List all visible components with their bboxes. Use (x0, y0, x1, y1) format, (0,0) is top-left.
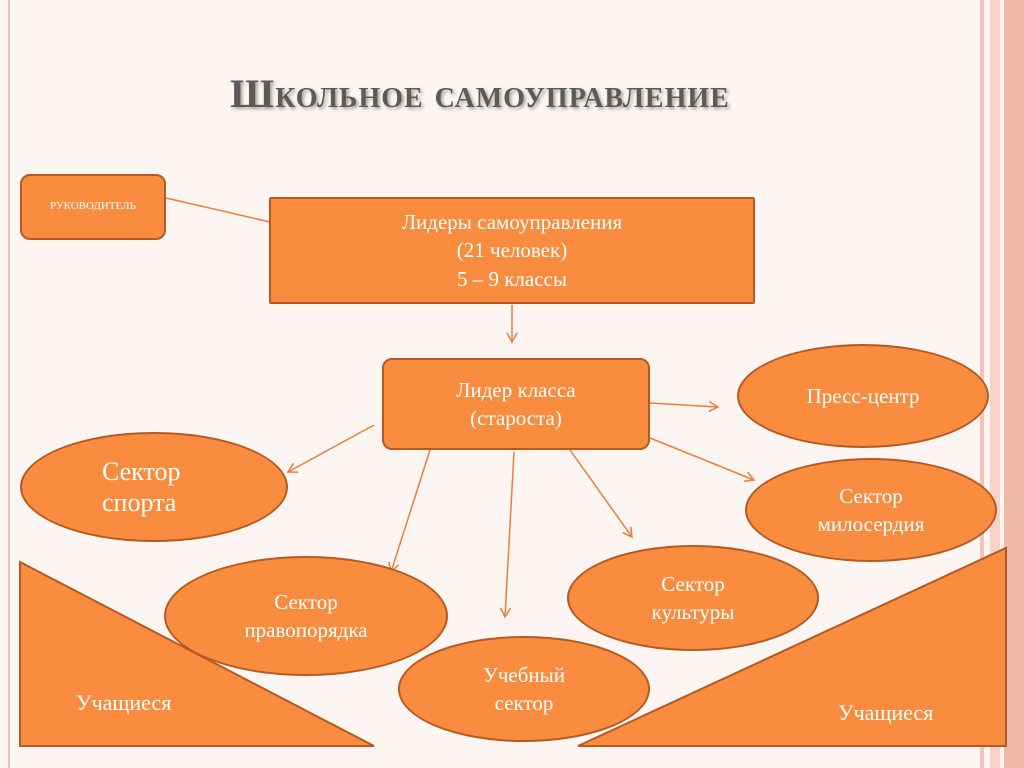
mercy-sector-line-1: Сектор (839, 483, 903, 508)
arrow-to-order-sector (388, 449, 431, 574)
arrow-to-press-center (649, 400, 720, 413)
culture-sector-ellipse: Сектор культуры (567, 545, 819, 651)
press-center-ellipse: Пресс-центр (737, 344, 989, 448)
arrow-to-mercy-sector (649, 437, 756, 483)
study-sector-line-2: сектор (494, 691, 554, 715)
leaders-line-1: Лидеры самоуправления (401, 209, 623, 234)
arrow-to-study-sector (499, 451, 515, 619)
students-left-label: Учащиеся (76, 690, 172, 715)
arrow-to-sport-sector (286, 424, 375, 473)
connector-supervisor-leaders (165, 197, 271, 223)
order-sector-line-2: правопорядка (244, 618, 368, 642)
students-right-label: Учащиеся (838, 700, 934, 725)
culture-sector-line-2: культуры (651, 600, 735, 624)
study-sector-ellipse: Учебный сектор (398, 636, 650, 742)
order-sector-line-1: Сектор (274, 589, 338, 614)
supervisor-box: РУКОВОДИТЕЛЬ (20, 174, 166, 240)
leaders-line-3: 5 – 9 классы (456, 266, 567, 291)
supervisor-label: РУКОВОДИТЕЛЬ (50, 200, 136, 212)
right-border-stripe (990, 0, 1000, 768)
class-leader-line-2: (староста) (470, 406, 562, 430)
press-center-label: Пресс-центр (806, 383, 920, 408)
arrow-to-culture-sector (569, 449, 633, 539)
sport-sector-ellipse: Сектор спорта (20, 432, 288, 542)
right-border-stripe (1004, 0, 1024, 768)
sport-sector-line-2: спорта (102, 488, 177, 517)
students-right-triangle (577, 546, 1007, 747)
mercy-sector-line-2: милосердия (817, 512, 925, 536)
order-sector-ellipse: Сектор правопорядка (164, 556, 448, 676)
study-sector-line-1: Учебный (482, 662, 566, 687)
leaders-box: Лидеры самоуправления (21 человек) 5 – 9… (269, 197, 755, 304)
culture-sector-line-1: Сектор (661, 571, 725, 596)
sport-sector-line-1: Сектор (102, 456, 181, 486)
mercy-sector-ellipse: Сектор милосердия (745, 458, 997, 562)
class-leader-line-1: Лидер класса (456, 377, 576, 402)
left-border-stripe (8, 0, 10, 768)
class-leader-box: Лидер класса (староста) (382, 358, 650, 450)
leaders-line-2: (21 человек) (456, 238, 568, 263)
page-title: Школьное самоуправление (230, 71, 730, 116)
